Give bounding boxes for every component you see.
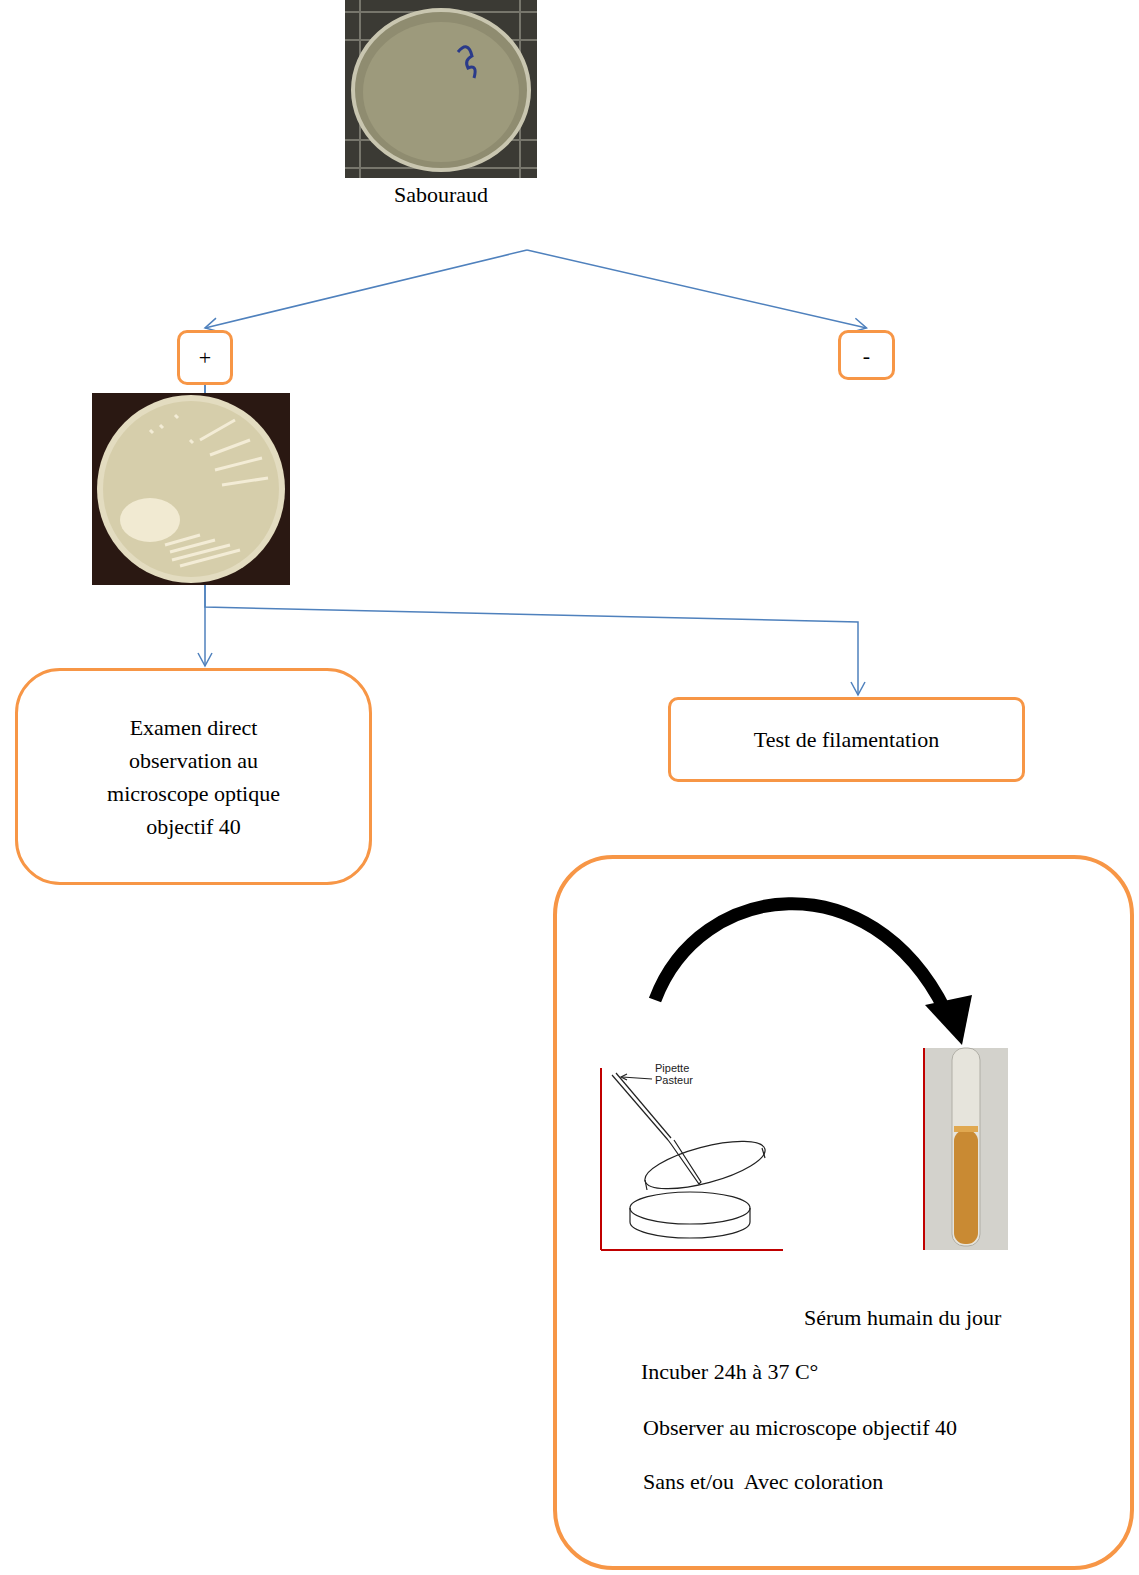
procedure-panel: Sérum humain du jourIncuber 24h à 37 C° O… xyxy=(553,855,1134,1570)
curved-arrow xyxy=(655,904,972,1045)
serum-tube-photo xyxy=(924,1048,1008,1250)
process-box: Test de filamentation xyxy=(668,697,1025,782)
node-text: Test de filamentation xyxy=(754,723,939,756)
node-text: Examen direct observation au microscope … xyxy=(94,711,294,843)
node-text: - xyxy=(863,339,870,372)
sabouraud-photo xyxy=(345,0,537,178)
photo-caption: Sabouraud xyxy=(345,0,537,250)
node-text: Incuber 24h à 37 C° xyxy=(641,1355,818,1388)
pipette-illustration xyxy=(601,1068,783,1250)
node-text: + xyxy=(199,341,211,374)
culture-plate-photo xyxy=(92,393,290,585)
flow-arrow xyxy=(527,250,867,328)
process-box: Examen direct observation au microscope … xyxy=(15,668,372,885)
illustration-label: Pipette Pasteur xyxy=(655,1062,705,1086)
flow-arrow xyxy=(205,385,858,695)
node-text: Sabouraud xyxy=(394,178,488,211)
flow-arrow xyxy=(205,250,527,328)
result-box: - xyxy=(838,330,895,380)
node-text: Sérum humain du jour xyxy=(804,1301,1001,1334)
node-text: Observer au microscope objectif 40 xyxy=(643,1411,957,1444)
result-box: + xyxy=(177,330,233,385)
node-text: Sans et/ou Avec coloration xyxy=(643,1465,883,1498)
